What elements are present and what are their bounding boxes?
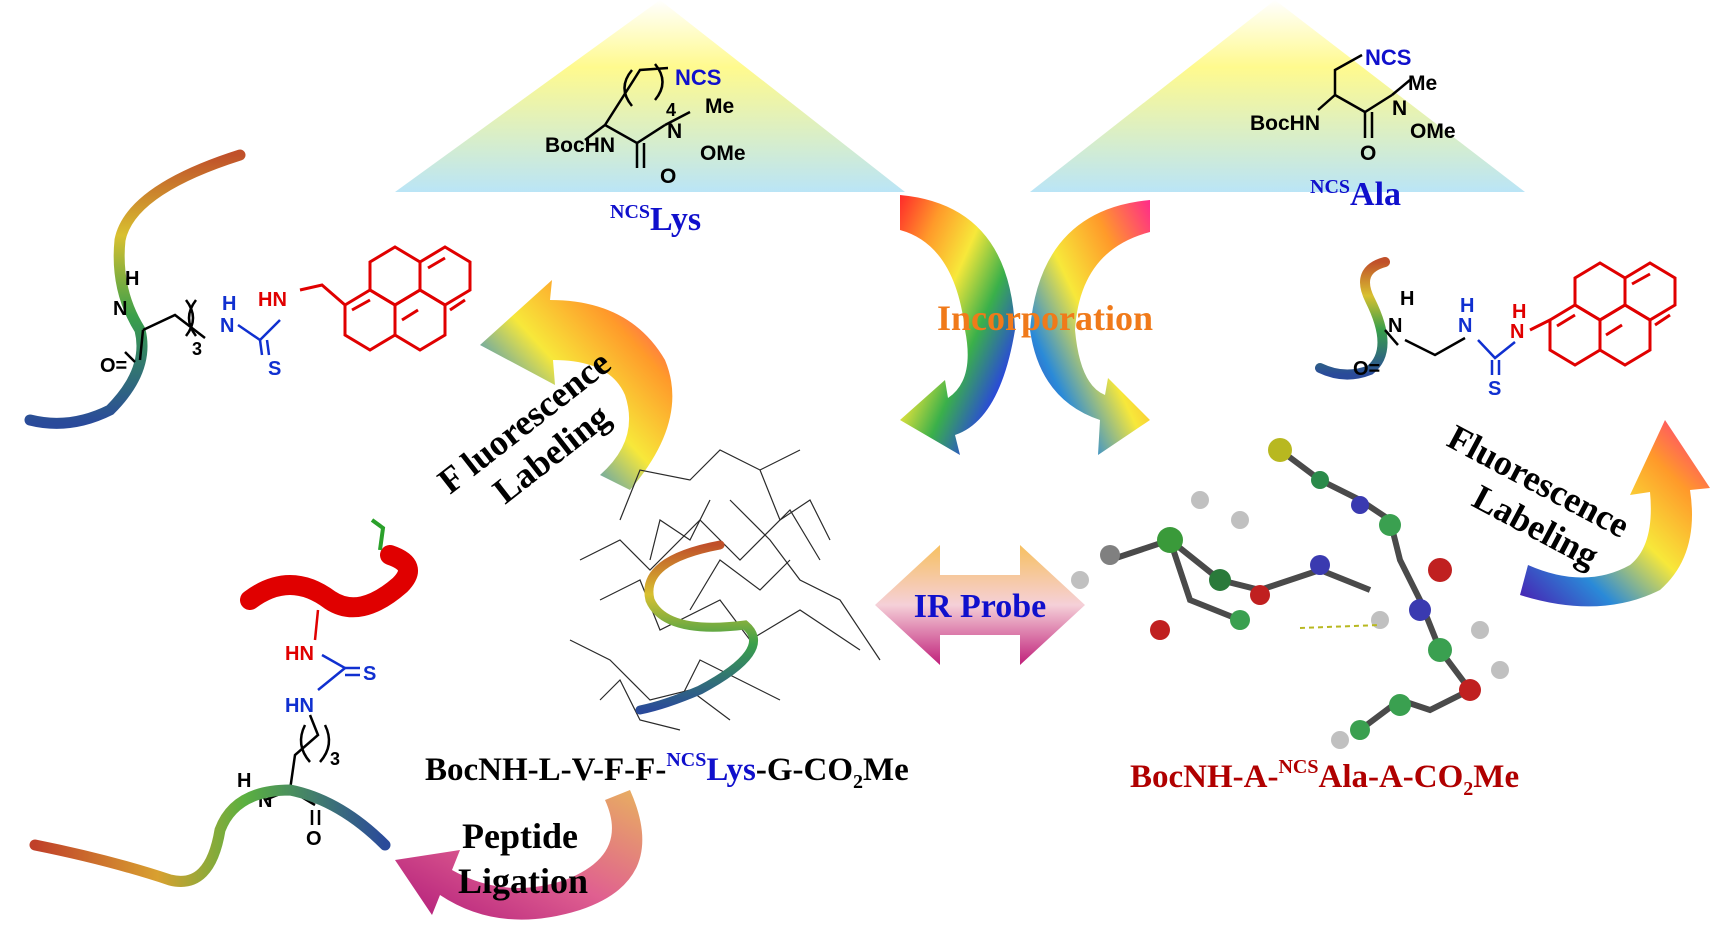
ala-triangle <box>1030 0 1525 192</box>
peptide-ligation-arrow <box>395 790 643 920</box>
top-left-hn-label: HN <box>258 289 287 311</box>
right-fluorescence-arrow <box>1520 420 1710 607</box>
lys-peptide-helix <box>635 540 759 715</box>
ir-probe-label: IR Probe <box>914 588 1047 625</box>
top-left-ribbon <box>24 149 246 429</box>
top-left-s-label: S <box>268 358 281 380</box>
incorporation-label: Incorporation <box>937 298 1153 338</box>
ala-peptide-atoms <box>1071 438 1509 749</box>
top-right-s-label: S <box>1488 378 1501 400</box>
lys-o-label: O <box>660 165 676 188</box>
ala-peptide-hbond <box>1299 624 1381 629</box>
bottom-hn-label-blue: HN <box>285 695 314 717</box>
bottom-red-helix <box>240 545 418 618</box>
ala-n-label: N <box>1392 97 1407 120</box>
top-left-n-label: N <box>113 298 127 320</box>
top-right-hn-h-label: H <box>1512 301 1526 323</box>
peptide-ligation-label-line1: Peptide <box>462 816 578 856</box>
lys-triangle <box>395 0 905 192</box>
bottom-o-label: O <box>306 828 322 850</box>
ala-peptide-ball-stick <box>1109 447 1475 733</box>
top-left-three-label: 3 <box>192 339 202 359</box>
peptide-ligation-label-line2: Ligation <box>458 861 588 901</box>
ala-me-label: Me <box>1408 72 1437 95</box>
top-left-h-label: H <box>125 268 139 290</box>
lys-me-label: Me <box>705 95 734 118</box>
bottom-h-label: H <box>237 770 251 792</box>
top-right-ribbon <box>1315 257 1390 380</box>
ncs-lys-name: NCSLys <box>610 201 701 238</box>
top-left-o-label: O= <box>100 355 127 377</box>
bottom-three-label: 3 <box>330 749 340 769</box>
ala-ncs-label: NCS <box>1365 45 1411 70</box>
ncs-lys-structure <box>584 63 691 168</box>
top-right-n-label: N <box>1388 315 1402 337</box>
top-left-linker <box>124 299 206 363</box>
top-left-thiourea <box>237 319 281 356</box>
top-right-nh-label: N <box>1458 315 1472 337</box>
bottom-ribbon <box>29 784 391 887</box>
bottom-s-label: S <box>363 663 376 685</box>
top-left-nh-label: N <box>220 315 234 337</box>
lys-peptide-wireframe <box>569 449 881 731</box>
lys-ncs-label: NCS <box>675 65 721 90</box>
top-left-pyrene <box>299 245 472 352</box>
ala-bochn-label: BocHN <box>1250 112 1320 135</box>
incorporation-arrow-right <box>1030 200 1150 455</box>
lys-n-label: N <box>667 120 682 143</box>
bottom-linker-red <box>313 609 320 641</box>
top-right-hn-label: N <box>1510 321 1524 343</box>
top-right-h-label: H <box>1400 288 1414 310</box>
top-right-linker <box>1384 329 1466 357</box>
top-right-thiourea <box>1477 339 1516 375</box>
left-fluorescence-arrow <box>480 280 673 490</box>
ir-probe-arrow <box>875 545 1085 665</box>
bottom-linker-black <box>264 714 331 825</box>
top-right-o-label: O= <box>1353 358 1380 380</box>
top-right-nh-h-label: H <box>1460 295 1474 317</box>
incorporation-arrow-left <box>900 195 1015 455</box>
ala-ome-label: OMe <box>1410 120 1456 143</box>
ala-o-label: O <box>1360 142 1376 165</box>
ala-peptide-sequence: BocNH-A-NCSAla-A-CO2Me <box>1130 756 1519 800</box>
lys-peptide-sequence: BocNH-L-V-F-F-NCSLys-G-CO2Me <box>425 749 909 793</box>
bottom-hn-label-red: HN <box>285 643 314 665</box>
bottom-green-tip <box>370 518 386 551</box>
ncs-ala-structure <box>1317 53 1411 138</box>
lys-four-label: 4 <box>666 100 676 120</box>
top-left-nh-h-label: H <box>222 293 236 315</box>
bottom-thiourea <box>317 653 360 691</box>
ncs-ala-name: NCSAla <box>1310 176 1401 213</box>
lys-ome-label: OMe <box>700 142 746 165</box>
top-right-pyrene <box>1529 261 1677 367</box>
lys-bochn-label: BocHN <box>545 134 615 157</box>
